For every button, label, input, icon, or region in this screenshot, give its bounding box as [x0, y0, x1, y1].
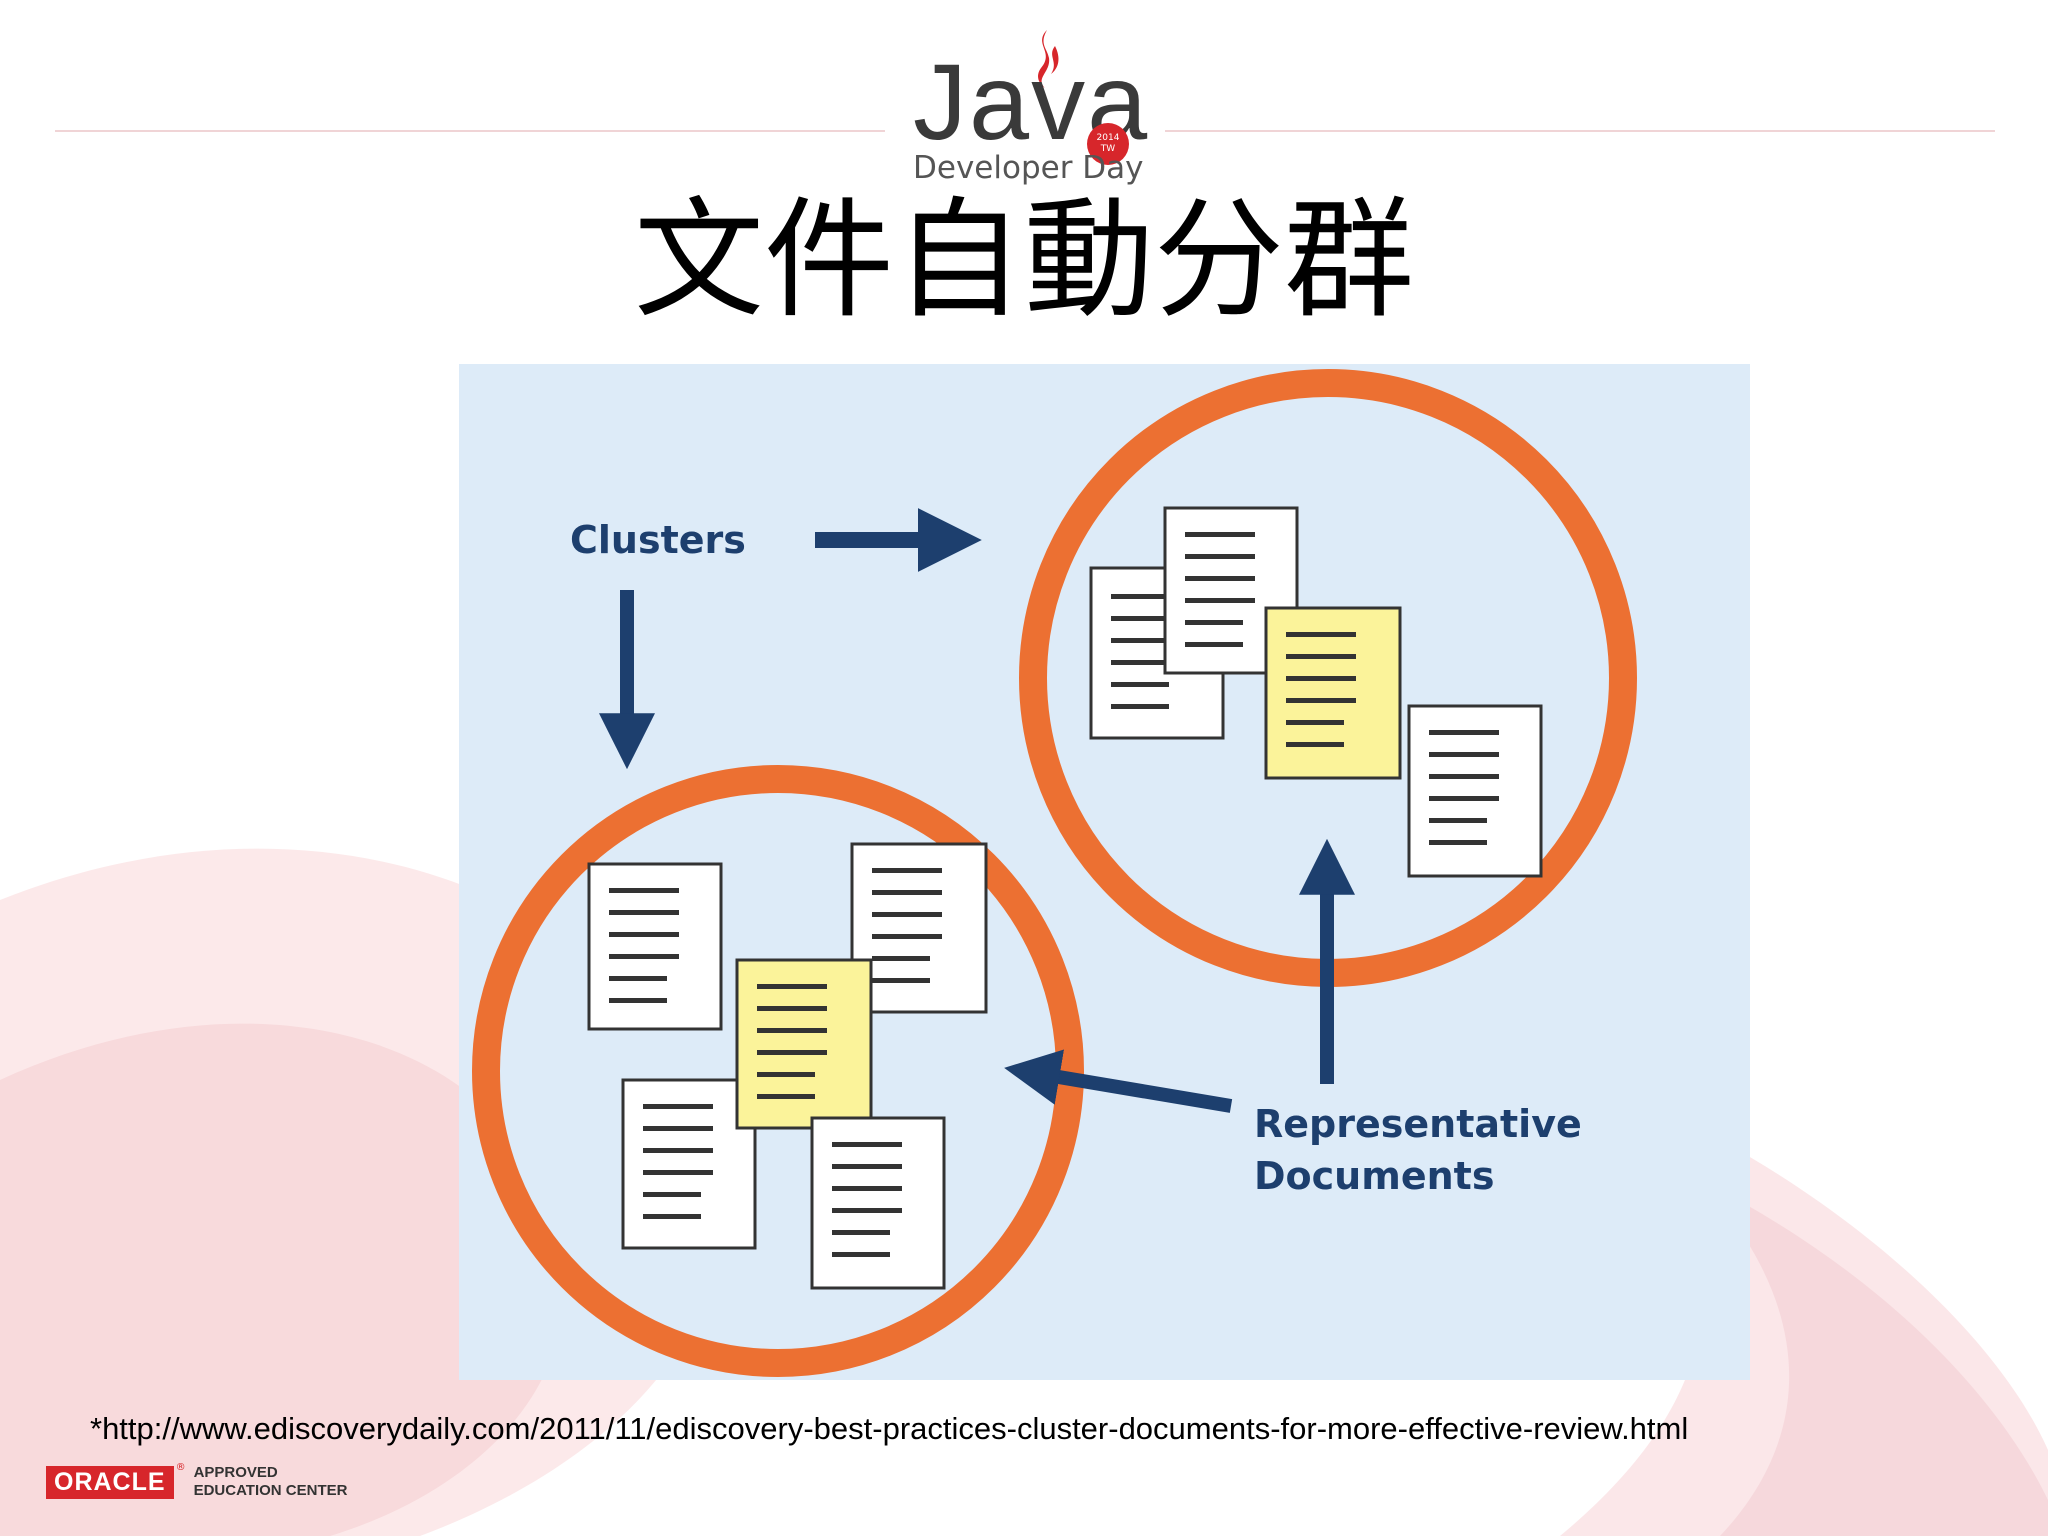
- oracle-wordmark: ORACLE: [46, 1465, 174, 1499]
- badge-year: 2014: [1096, 133, 1120, 143]
- flame-icon: [1038, 30, 1059, 88]
- oracle-approved-text: APPROVED EDUCATION CENTER: [194, 1464, 348, 1500]
- document-icon: [810, 1116, 946, 1290]
- document-clustering-diagram: Clusters Representative Documents: [459, 364, 1750, 1380]
- cluster-circle-bottom-left: [472, 765, 1084, 1377]
- label-clusters: Clusters: [570, 518, 746, 562]
- java-developer-day-logo: Java 2014 TW Developer Day: [905, 28, 1150, 188]
- header-divider-left: [55, 130, 885, 132]
- document-icon: [850, 842, 988, 1014]
- slide-title: 文件自動分群: [633, 184, 1414, 336]
- document-icon: [1407, 704, 1543, 878]
- header-divider-right: [1165, 130, 1995, 132]
- representative-document-icon: [1264, 606, 1402, 780]
- java-year-badge: 2014 TW: [1087, 123, 1129, 165]
- oracle-approved-line2: EDUCATION CENTER: [193, 1482, 348, 1499]
- oracle-approved-line1: APPROVED: [193, 1464, 278, 1481]
- label-representative: Representative: [1254, 1102, 1582, 1146]
- document-icon: [621, 1078, 757, 1250]
- arrow-icon: [1004, 1049, 1233, 1113]
- badge-region: TW: [1100, 144, 1116, 154]
- registered-icon: ®: [175, 1462, 186, 1473]
- source-citation: *http://www.ediscoverydaily.com/2011/11/…: [90, 1411, 1689, 1446]
- java-logo-subtitle: Developer Day: [913, 150, 1144, 186]
- representative-document-icon: [735, 958, 873, 1130]
- label-documents: Documents: [1254, 1154, 1494, 1198]
- document-icon: [587, 862, 723, 1031]
- oracle-approved-logo: ORACLE ® APPROVED EDUCATION CENTER: [46, 1462, 347, 1502]
